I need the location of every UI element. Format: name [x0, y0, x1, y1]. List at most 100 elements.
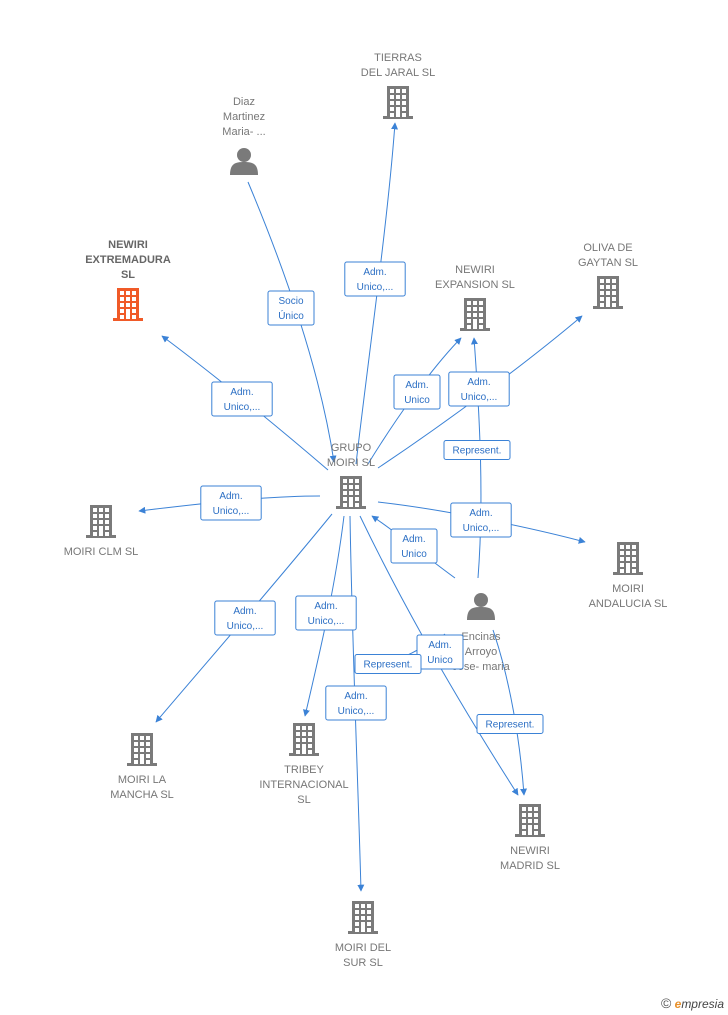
edge-label-box [393, 374, 441, 410]
building-icon [336, 476, 366, 509]
edge-label-grupo-to-andalucia[interactable]: Adm. Unico,... [450, 502, 512, 538]
node-label: GRUPO [331, 442, 372, 454]
edge-label-grupo-to-madrid[interactable]: Adm.Unico [416, 634, 464, 670]
edge-label-box [295, 595, 357, 631]
edge-label-grupo-to-tierras[interactable]: Adm.Unico,... [344, 261, 406, 297]
node-label: TIERRAS [374, 52, 422, 64]
node-label: Maria- ... [222, 126, 265, 138]
node-label: MANCHA SL [110, 789, 174, 801]
edge-label-text: Adm. [230, 387, 253, 398]
edge-label-grupo-to-tribey[interactable]: Adm. Unico,... [295, 595, 357, 631]
edge-label-box [214, 600, 276, 636]
node-clm[interactable]: MOIRI CLM SL [64, 505, 139, 558]
node-mancha[interactable]: MOIRI LA MANCHA SL [110, 733, 174, 801]
edge-label-grupo-to-clm[interactable]: Adm. Unico,... [200, 485, 262, 521]
node-oliva[interactable]: OLIVA DE GAYTAN SL [578, 242, 638, 309]
edge-label-text: Unico,... [213, 506, 250, 517]
edge-label-text: Unico,... [308, 616, 345, 627]
edge-label-text: Unico,... [461, 392, 498, 403]
edge-label-text: Represent. [453, 446, 502, 457]
edge-label-text: Adm. [469, 508, 492, 519]
edge-label-text: Adm. [314, 601, 337, 612]
edge-label-text: Unico [401, 549, 427, 560]
edge-label-encinas-to-madrid[interactable]: Represent. [476, 714, 544, 734]
node-label: MOIRI CLM SL [64, 546, 139, 558]
node-label: MOIRI SL [327, 457, 375, 469]
building-icon [383, 86, 413, 119]
node-label: ANDALUCIA SL [589, 598, 668, 610]
edge-label-box [325, 685, 387, 721]
brand-footer: © empresia [661, 995, 724, 1011]
edge-label-encinas-to-sur[interactable]: Represent. [354, 654, 422, 674]
node-tierras[interactable]: TIERRAS DEL JARAL SL [361, 52, 435, 119]
brand-logo-initial: e [674, 997, 682, 1011]
node-label: Jose- maria [452, 661, 510, 673]
building-icon [348, 901, 378, 934]
edge-label-text: Adm. [405, 380, 428, 391]
building-icon [593, 276, 623, 309]
edge-label-text: Unico [404, 395, 430, 406]
edge-label-text: Unico [427, 655, 453, 666]
edge-label-text: Único [278, 309, 304, 322]
edge-label-box [354, 654, 422, 674]
edge-label-text: Adm. [233, 606, 256, 617]
edge-label-text: Adm. [219, 491, 242, 502]
edge-label-box [450, 502, 512, 538]
node-label: INTERNACIONAL [259, 779, 348, 791]
node-label: OLIVA DE [583, 242, 632, 254]
edge-label-text: Socio [278, 296, 303, 307]
node-label: TRIBEY [284, 764, 324, 776]
edge-encinas-to-madrid [492, 629, 528, 796]
node-label: MOIRI [612, 583, 644, 595]
node-label: DEL JARAL SL [361, 67, 435, 79]
node-andalucia[interactable]: MOIRI ANDALUCIA SL [589, 542, 668, 610]
edge-label-box [211, 381, 273, 417]
edge-label-grupo-to-mancha[interactable]: Adm.Unico,... [214, 600, 276, 636]
edge-label-box [416, 634, 464, 670]
edge-label-grupo-to-expansion[interactable]: Adm. Unico [393, 374, 441, 410]
edge-label-box [443, 440, 511, 460]
building-icon [460, 298, 490, 331]
node-label: Arroyo [465, 646, 497, 658]
edge-label-text: Adm. [344, 691, 367, 702]
edge-label-text: Unico,... [463, 523, 500, 534]
node-diaz[interactable]: DiazMartinezMaria- ... [222, 96, 266, 175]
node-label: Martinez [223, 111, 265, 123]
edge-label-box [344, 261, 406, 297]
building-icon [127, 733, 157, 766]
node-label: EXPANSION SL [435, 279, 515, 291]
edge-label-encinas-to-grupo[interactable]: Adm. Unico [390, 528, 438, 564]
node-label: SL [121, 269, 135, 281]
edge-label-box [476, 714, 544, 734]
node-label: GAYTAN SL [578, 257, 638, 269]
node-expansion[interactable]: NEWIRI EXPANSION SL [435, 264, 515, 331]
edge-label-grupo-to-extremadura[interactable]: Adm.Unico,... [211, 381, 273, 417]
edge-label-text: Adm. [402, 534, 425, 545]
edge-label-box [267, 290, 315, 326]
node-grupo[interactable]: GRUPO MOIRI SL [327, 442, 375, 509]
edge-label-text: Represent. [364, 660, 413, 671]
node-label: MADRID SL [500, 860, 560, 872]
edge-label-grupo-to-sur[interactable]: Adm.Unico,... [325, 685, 387, 721]
building-icon [86, 505, 116, 538]
building-icon [515, 804, 545, 837]
node-label: NEWIRI [510, 845, 550, 857]
person-icon [467, 593, 495, 620]
node-label: EXTREMADURA [85, 254, 171, 266]
node-label: NEWIRI [455, 264, 495, 276]
node-madrid[interactable]: NEWIRI MADRID SL [500, 804, 560, 872]
edge-label-grupo-to-oliva[interactable]: Adm.Unico,... [448, 371, 510, 407]
edge-label-box [390, 528, 438, 564]
building-icon [113, 288, 143, 321]
building-icon [613, 542, 643, 575]
edge-label-encinas-to-expansion[interactable]: Represent. [443, 440, 511, 460]
node-label: MOIRI DEL [335, 942, 391, 954]
node-label: MOIRI LA [118, 774, 167, 786]
